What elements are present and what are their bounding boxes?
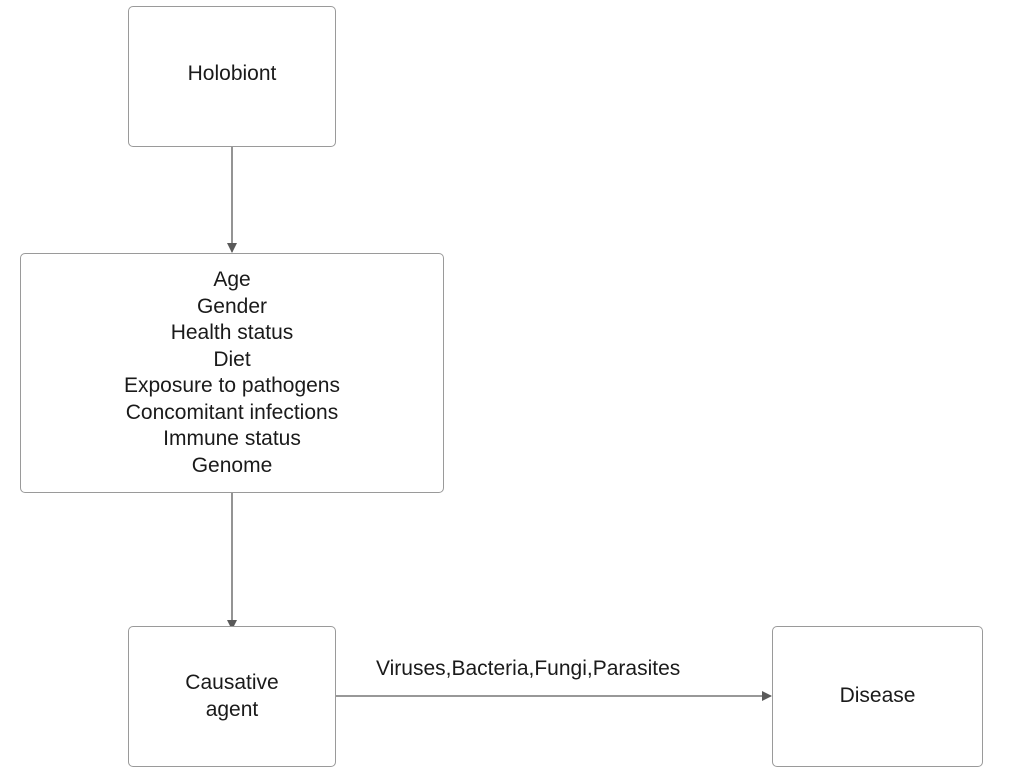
causative-agent-line: Causative bbox=[185, 671, 279, 694]
factor-item: Genome bbox=[191, 453, 273, 477]
factor-item: Concomitant infections bbox=[125, 400, 339, 424]
factor-item: Diet bbox=[213, 347, 251, 371]
host-factors-node: Age Gender Health status Diet Exposure t… bbox=[20, 253, 444, 493]
holobiont-node: Holobiont bbox=[128, 6, 336, 147]
disease-node: Disease bbox=[772, 626, 983, 767]
factor-item: Health status bbox=[170, 321, 294, 344]
causative-agent-line: agent bbox=[205, 697, 259, 721]
pathogen-types-label: Viruses,Bacteria,Fungi,Parasites bbox=[376, 657, 681, 680]
factor-item: Gender bbox=[196, 294, 268, 318]
holobiont-label: Holobiont bbox=[187, 62, 277, 86]
factor-item: Exposure to pathogens bbox=[124, 374, 340, 397]
factor-item: Immune status bbox=[163, 427, 301, 450]
causative-agent-node: Causative agent bbox=[128, 626, 336, 767]
host-factors-list: Age Gender Health status Diet Exposure t… bbox=[124, 267, 340, 479]
disease-label: Disease bbox=[839, 684, 916, 708]
causative-agent-label: Causative agent bbox=[185, 670, 278, 723]
factor-item: Age bbox=[213, 268, 251, 291]
